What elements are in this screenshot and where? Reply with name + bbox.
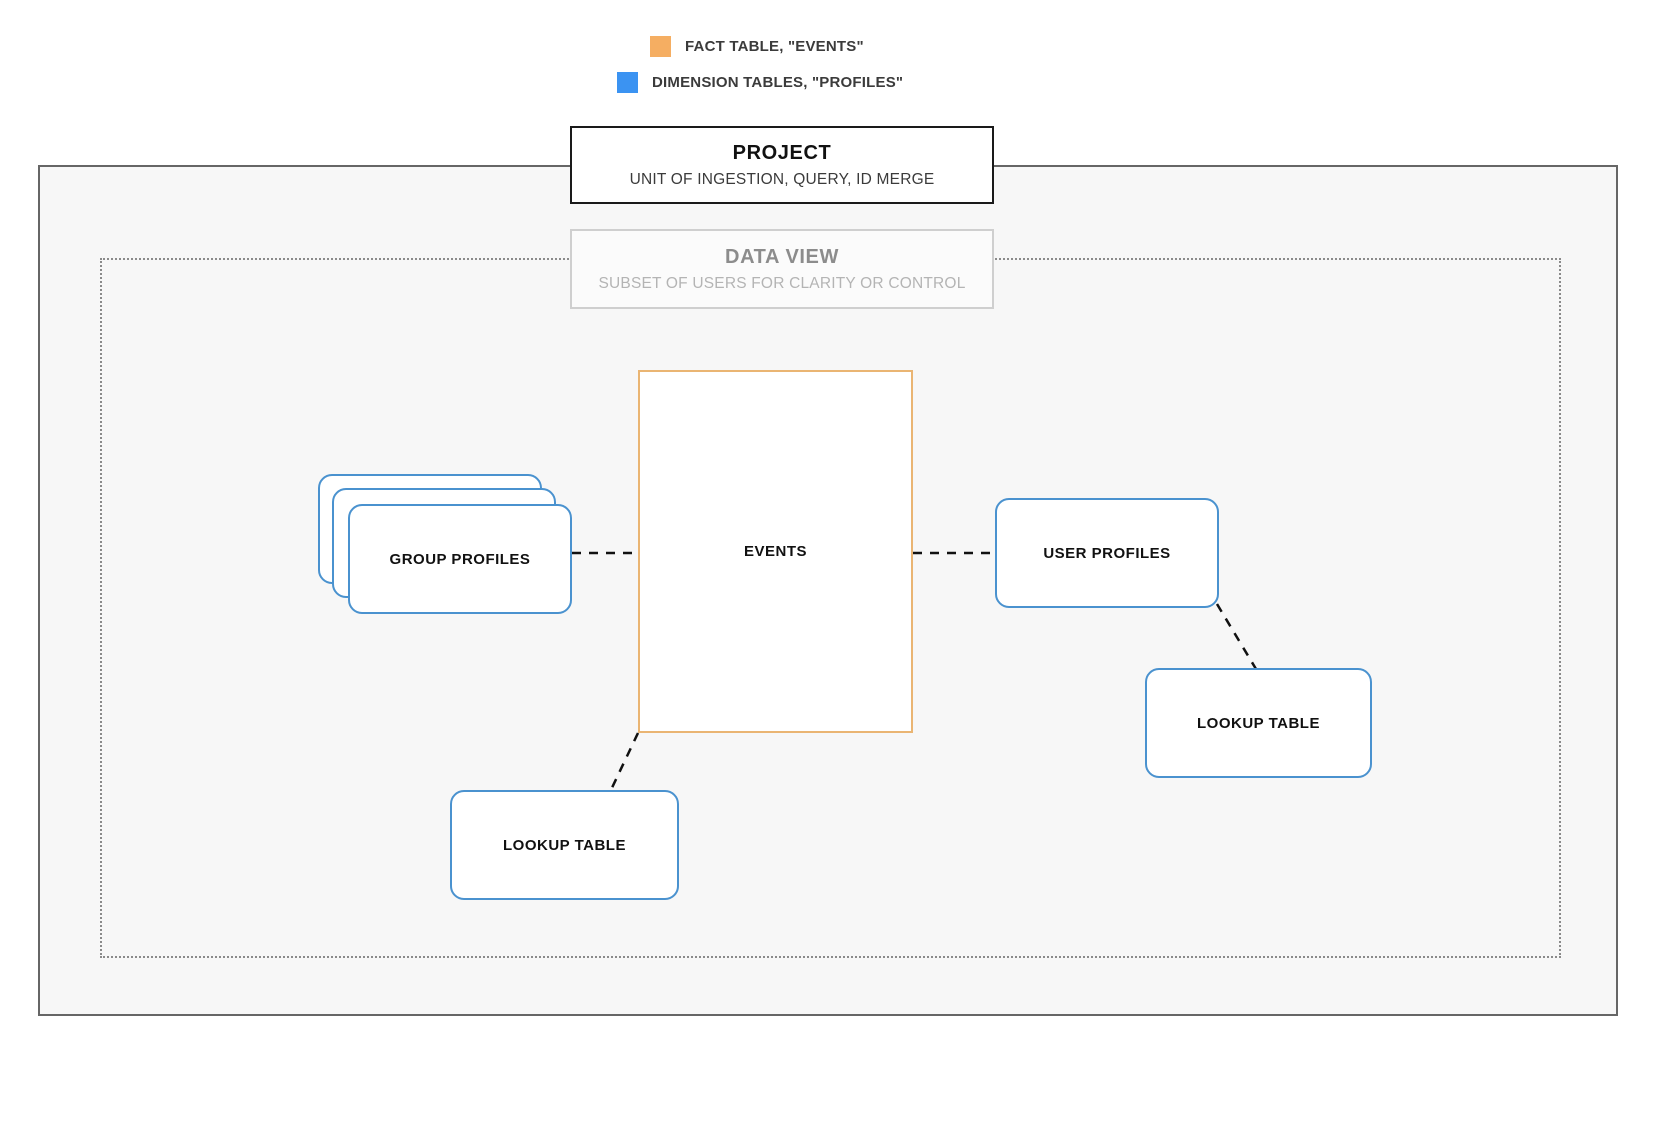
node-lookup-table-right[interactable]: LOOKUP TABLE — [1145, 668, 1372, 778]
node-lookup-table-right-label: LOOKUP TABLE — [1197, 714, 1320, 732]
legend-label-fact-table: FACT TABLE, "EVENTS" — [685, 38, 864, 55]
square-swatch-icon — [617, 72, 638, 93]
node-user-profiles-label: USER PROFILES — [1043, 544, 1171, 562]
node-lookup-table-left-label: LOOKUP TABLE — [503, 836, 626, 854]
node-user-profiles[interactable]: USER PROFILES — [995, 498, 1219, 608]
node-group-profiles[interactable]: GROUP PROFILES — [318, 474, 572, 614]
project-card-title: PROJECT — [732, 141, 832, 164]
project-card-subtitle: UNIT OF INGESTION, QUERY, ID MERGE — [629, 170, 935, 188]
data-view-card: DATA VIEW SUBSET OF USERS FOR CLARITY OR… — [570, 229, 994, 309]
square-swatch-icon — [650, 36, 671, 57]
node-group-profiles-label: GROUP PROFILES — [389, 550, 531, 568]
node-events[interactable]: EVENTS — [638, 370, 913, 733]
data-view-card-subtitle: SUBSET OF USERS FOR CLARITY OR CONTROL — [598, 274, 966, 292]
data-view-card-title: DATA VIEW — [725, 245, 839, 268]
node-events-label: EVENTS — [743, 543, 807, 560]
legend-label-dimension-tables: DIMENSION TABLES, "PROFILES" — [652, 74, 904, 91]
legend-item-fact-table: FACT TABLE, "EVENTS" — [650, 36, 864, 57]
legend-item-dimension-tables: DIMENSION TABLES, "PROFILES" — [617, 72, 903, 93]
node-lookup-table-left[interactable]: LOOKUP TABLE — [450, 790, 679, 900]
project-card: PROJECT UNIT OF INGESTION, QUERY, ID MER… — [570, 126, 994, 204]
node-group-profiles-front-card[interactable]: GROUP PROFILES — [348, 504, 572, 614]
